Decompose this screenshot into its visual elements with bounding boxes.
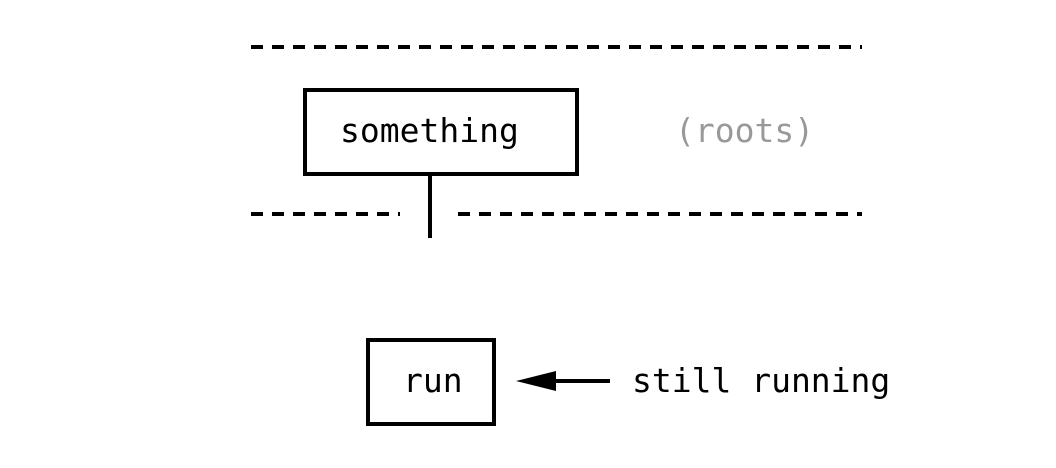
still-running-arrow-head <box>516 371 556 391</box>
run-node-label: run <box>403 361 463 400</box>
run-node-box <box>366 338 496 426</box>
something-node-box <box>303 88 579 176</box>
something-node-label: something <box>340 111 519 150</box>
roots-annotation: (roots) <box>675 111 814 150</box>
still-running-annotation: still running <box>632 361 890 400</box>
